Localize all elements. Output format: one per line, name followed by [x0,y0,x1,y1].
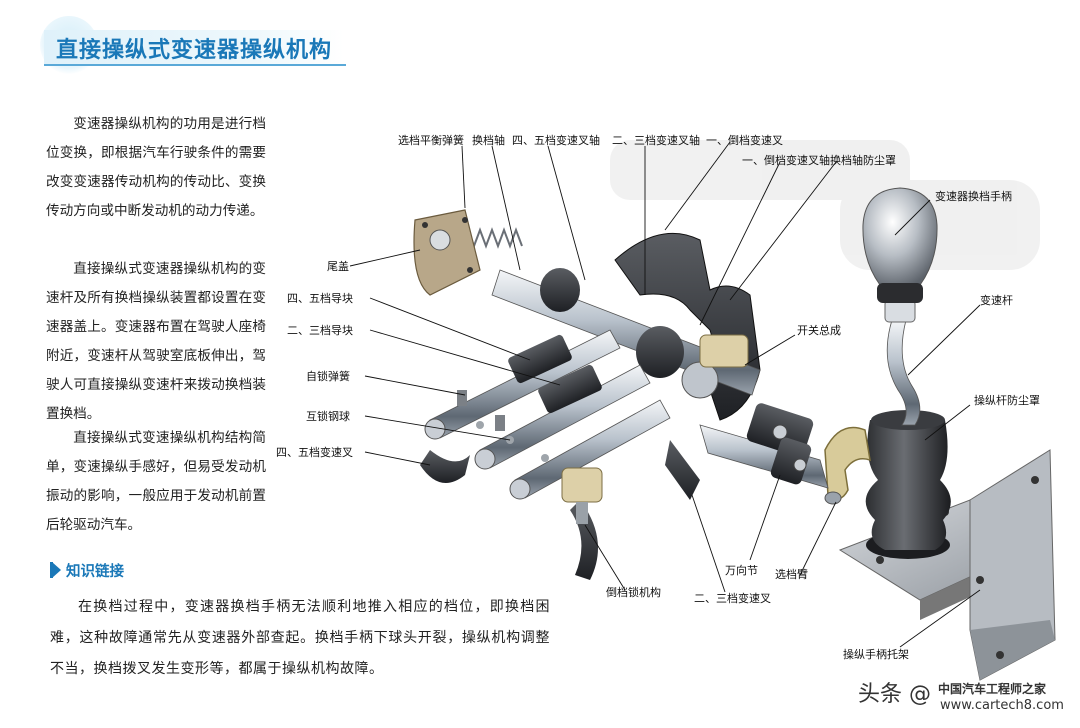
label-select-arm: 选档臂 [775,568,808,581]
gearshift-mechanism-illustration [349,140,1056,681]
label-switch-assembly: 开关总成 [797,324,841,337]
label-45-shift-fork: 四、五档变速叉 [276,446,353,459]
knowledge-text: 在换档过程中，变速器换档手柄无法顺利地推入相应的档位，即换档困难，这种故障通常先… [50,599,550,677]
page-title: 直接操纵式变速器操纵机构 [56,38,333,63]
paragraph-features: 直接操纵式变速操纵机构结构简单，变速操纵手感好，但易受发动机振动的影响，一般应用… [46,430,266,533]
label-45-fork-shaft: 四、五档变速叉轴 [512,134,600,147]
title-background [44,30,344,64]
label-23-fork-shaft: 二、三档变速叉轴 [612,134,700,147]
label-lever-bracket: 操纵手柄托架 [843,648,909,661]
knowledge-arrow-icon [52,562,61,578]
label-45-guide-block: 四、五档导块 [287,292,353,305]
knowledge-title: 知识链接 [66,564,124,580]
label-1r-fork-shaft: 一、倒档变速叉轴 [742,154,830,167]
label-lever-dust-boot: 操纵杆防尘罩 [974,394,1040,407]
label-universal-joint: 万向节 [725,564,758,577]
watermark-name: 中国汽车工程师之家 [938,682,1047,696]
label-select-balance-spring: 选档平衡弹簧 [398,134,464,147]
label-shift-shaft-dust-boot: 换档轴防尘罩 [830,154,896,167]
watermark-brand: 头条 @ [858,682,932,707]
label-shift-knob: 变速器换档手柄 [935,190,1012,203]
label-23-guide-block: 二、三档导块 [287,324,353,337]
watermark-site: www.cartech8.com [940,698,1064,713]
knowledge-bar [50,562,53,578]
label-detent-spring: 自锁弹簧 [306,370,350,383]
label-23-shift-fork: 二、三档变速叉 [694,592,771,605]
label-shift-shaft: 换档轴 [472,134,505,147]
label-interlock-ball: 互锁钢球 [306,410,350,423]
paragraph-function: 变速器操纵机构的功用是进行档位变换，即根据汽车行驶条件的需要改变变速器传动机构的… [46,116,266,219]
title-underline [44,64,346,66]
label-1r-fork: 一、倒档变速叉 [706,134,783,147]
paragraph-layout: 直接操纵式变速器操纵机构的变速杆及所有换档操纵装置都设置在变速器盖上。变速器布置… [46,261,266,422]
label-reverse-lock: 倒档锁机构 [606,586,661,599]
label-tail-cover: 尾盖 [327,260,349,273]
label-shift-lever: 变速杆 [980,294,1013,307]
